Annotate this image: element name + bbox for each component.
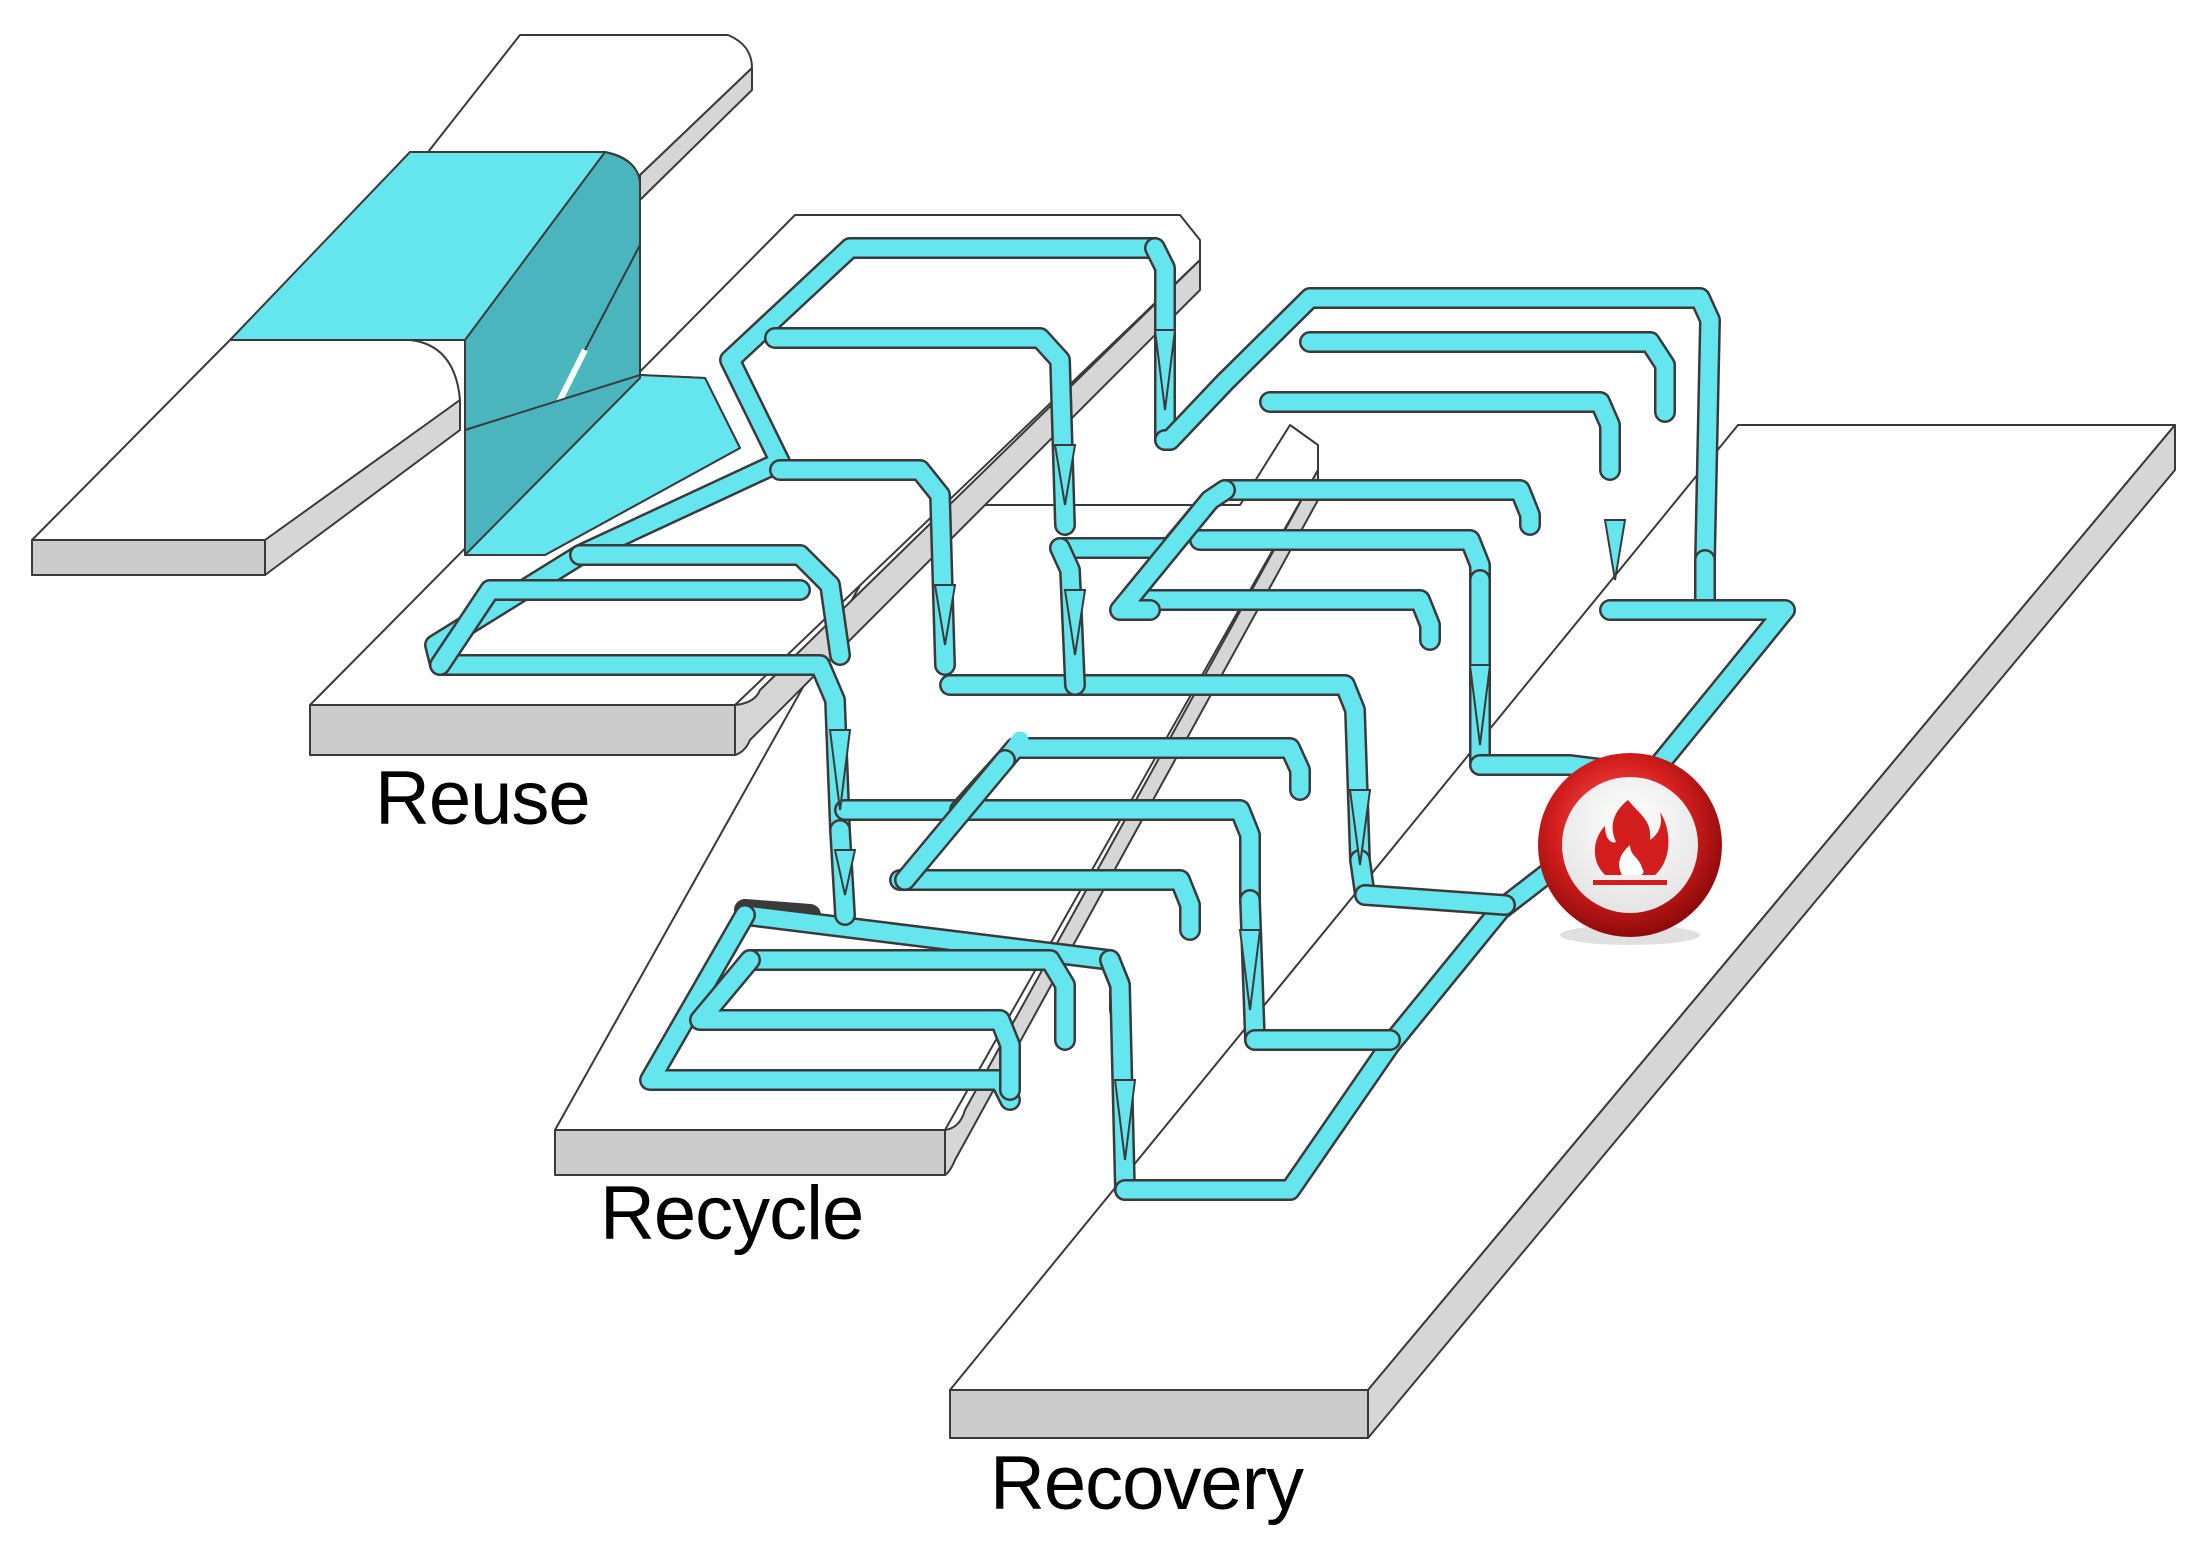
recycle-label: Recycle bbox=[600, 1171, 864, 1256]
drop-arrow bbox=[1113, 1079, 1137, 1161]
drop-arrows bbox=[828, 329, 1627, 1161]
flammable-warning-icon bbox=[1538, 753, 1722, 945]
drop-arrow bbox=[1053, 444, 1077, 506]
drop-arrow bbox=[1238, 929, 1262, 1011]
drop-arrow bbox=[1153, 329, 1177, 411]
reuse-label: Reuse bbox=[375, 756, 591, 841]
drop-arrow bbox=[828, 729, 852, 811]
drop-arrow bbox=[1348, 789, 1372, 866]
recovery-label: Recovery bbox=[990, 1441, 1304, 1526]
drop-arrow bbox=[933, 584, 957, 646]
drop-arrow bbox=[833, 849, 857, 896]
drop-arrow bbox=[1063, 589, 1087, 656]
top-slab bbox=[31, 34, 753, 576]
main-flow bbox=[229, 151, 741, 556]
drop-arrow bbox=[1468, 664, 1492, 746]
drop-arrow bbox=[1603, 519, 1627, 581]
